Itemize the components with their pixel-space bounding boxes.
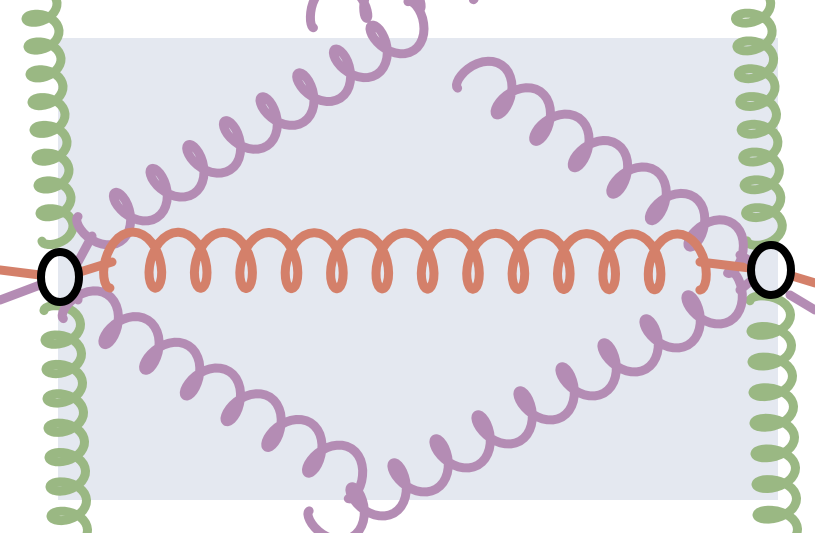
green-spring-left-top-icon bbox=[21, 0, 78, 249]
green-spring-right-bottom-icon bbox=[745, 291, 802, 533]
green-spring-left-bottom-icon bbox=[39, 301, 92, 533]
purple-spring-upper-right-icon bbox=[452, 56, 748, 278]
purple-spring-lower-right-icon bbox=[303, 266, 747, 533]
purple-spring-upper-left-icon bbox=[72, 0, 429, 250]
orange-lead-left bbox=[0, 257, 117, 280]
orange-lead-right bbox=[695, 257, 815, 288]
right-node-icon bbox=[747, 241, 795, 299]
purple-spring-lower-left-icon bbox=[57, 286, 368, 504]
left-node-icon bbox=[37, 248, 83, 306]
orange-spring-center-icon bbox=[99, 227, 711, 295]
green-spring-right-top-icon bbox=[731, 0, 787, 250]
